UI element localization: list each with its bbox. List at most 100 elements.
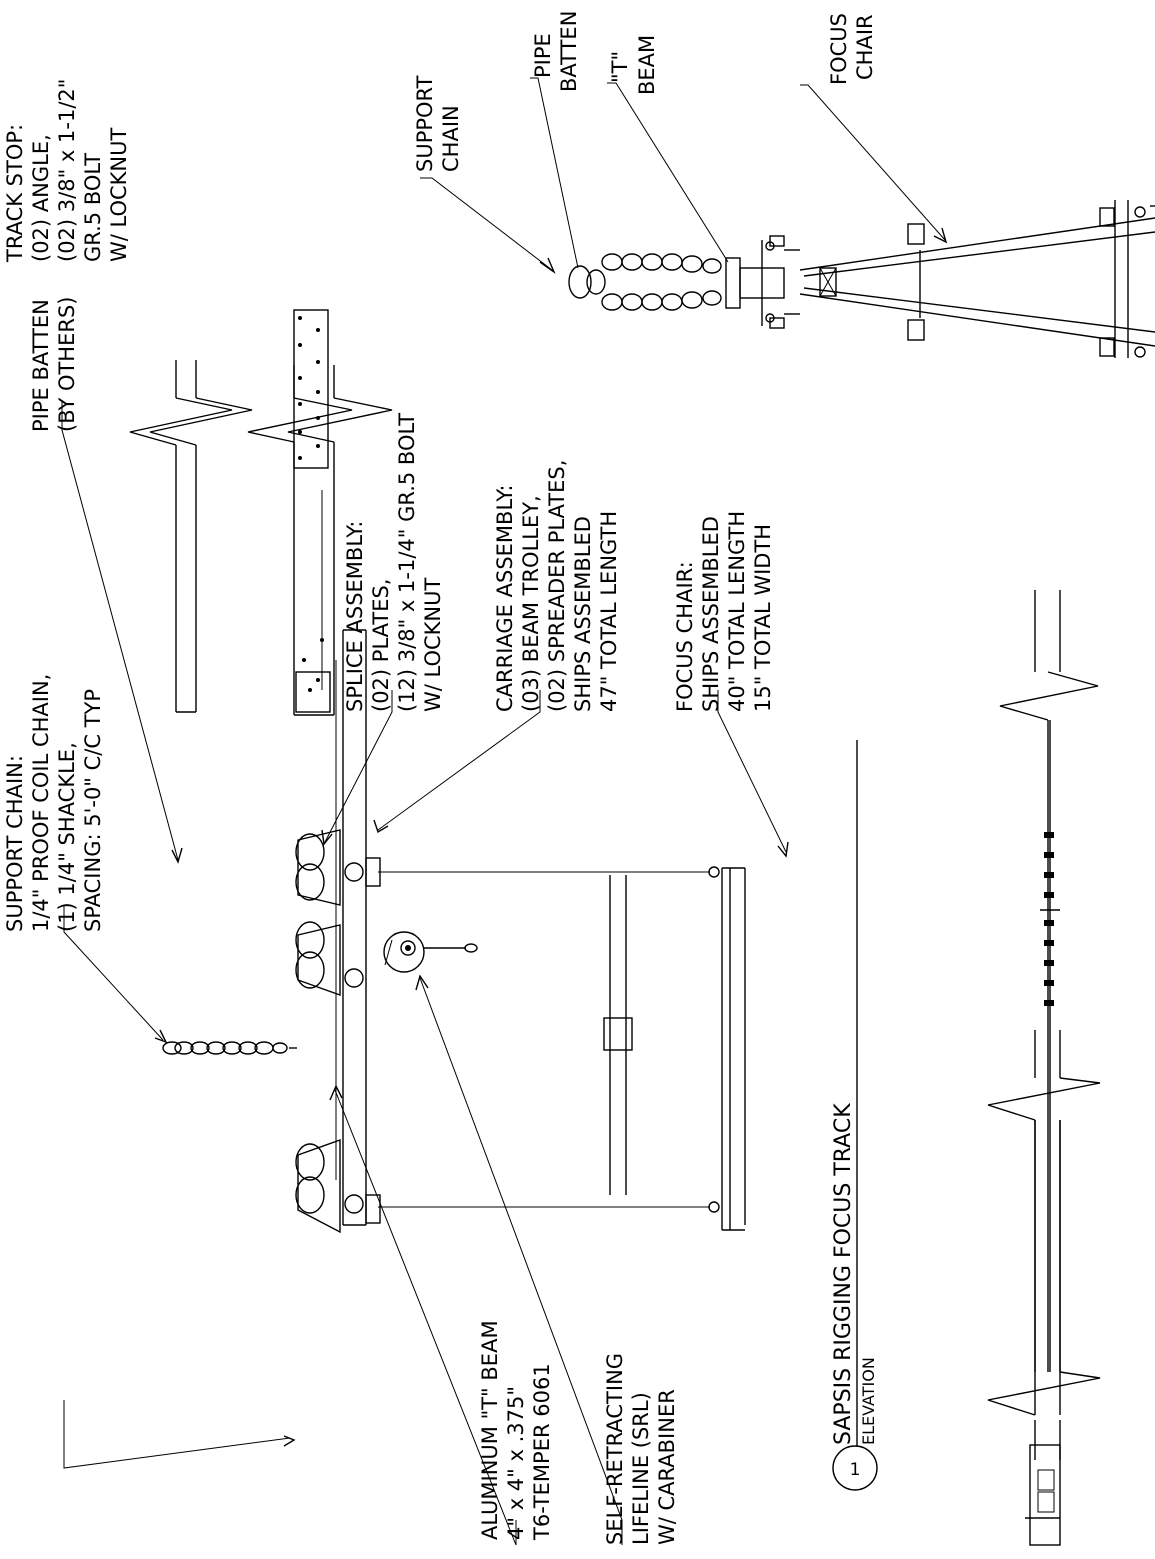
note-srl: SELF-RETRACTING LIFELINE (SRL) W/ CARABI… xyxy=(603,1353,679,1545)
svg-text:(02) ANGLE,: (02) ANGLE, xyxy=(29,134,53,262)
note-line: T6-TEMPER 6061 xyxy=(530,1363,554,1541)
leader-lines xyxy=(61,77,948,1546)
pipe-batten xyxy=(129,360,253,713)
note-line: SUPPORT CHAIN: xyxy=(3,755,27,932)
plan-bolts xyxy=(1044,832,1054,1006)
self-retracting-lifeline xyxy=(383,931,478,973)
label-pipe: PIPE xyxy=(531,33,555,78)
svg-text:PIPE BATTEN: PIPE BATTEN xyxy=(29,299,53,432)
svg-text:(02) PLATES,: (02) PLATES, xyxy=(369,579,393,712)
note-line: (02) SPREADER PLATES, xyxy=(545,460,569,712)
label-chair: CHAIR xyxy=(853,14,877,80)
label-beam: BEAM xyxy=(635,35,659,95)
note-line: SPLICE ASSEMBLY: xyxy=(343,521,367,712)
note-line: W/ LOCKNUT xyxy=(107,127,131,262)
beam-trolley xyxy=(295,829,381,906)
support-chain xyxy=(162,1041,297,1055)
svg-text:SPLICE ASSEMBLY:: SPLICE ASSEMBLY: xyxy=(343,521,367,712)
svg-text:SELF-RETRACTING: SELF-RETRACTING xyxy=(603,1353,627,1545)
svg-text:(BY OTHERS): (BY OTHERS) xyxy=(55,297,79,433)
note-t-beam: ALUMINUM "T" BEAM 4" x 4" x .375" T6-TEM… xyxy=(478,1320,554,1541)
note-line: 15" TOTAL WIDTH xyxy=(751,524,775,712)
note-line: (12) 3/8" x 1-1/4" GR.5 BOLT xyxy=(395,413,419,712)
svg-text:CARRIAGE ASSEMBLY:: CARRIAGE ASSEMBLY: xyxy=(493,485,517,712)
note-line: FOCUS CHAIR: xyxy=(673,561,697,712)
svg-text:ALUMINUM "T" BEAM: ALUMINUM "T" BEAM xyxy=(478,1320,502,1540)
focus-chair-elevation xyxy=(603,867,746,1231)
svg-text:(1) 1/4" SHACKLE,: (1) 1/4" SHACKLE, xyxy=(55,742,79,932)
note-line: SELF-RETRACTING xyxy=(603,1353,627,1545)
note-track-stop: TRACK STOP: (02) ANGLE, (02) 3/8" x 1-1/… xyxy=(3,79,131,263)
svg-text:SHIPS ASSEMBLED: SHIPS ASSEMBLED xyxy=(699,516,723,712)
svg-text:(12) 3/8" x 1-1/4" GR.5 BOLT: (12) 3/8" x 1-1/4" GR.5 BOLT xyxy=(395,413,419,712)
note-line: LIFELINE (SRL) xyxy=(629,1392,653,1545)
svg-text:(02) 3/8" x 1-1/2": (02) 3/8" x 1-1/2" xyxy=(55,79,79,262)
beam-trolley xyxy=(295,1139,381,1234)
detail-number: 1 xyxy=(850,1460,861,1480)
svg-text:T6-TEMPER 6061: T6-TEMPER 6061 xyxy=(530,1363,554,1541)
note-splice-assembly: SPLICE ASSEMBLY: (02) PLATES, (12) 3/8" … xyxy=(343,413,445,712)
note-support-chain: SUPPORT CHAIN: 1/4" PROOF COIL CHAIN, (1… xyxy=(3,674,105,932)
t-beam-track xyxy=(247,309,393,716)
note-pipe-batten: PIPE BATTEN (BY OTHERS) xyxy=(29,297,79,433)
track-stop-angle xyxy=(295,671,331,713)
note-focus-chair: FOCUS CHAIR: SHIPS ASSEMBLED 40" TOTAL L… xyxy=(673,511,775,712)
label-t: "T" xyxy=(608,51,632,83)
beam-trolley xyxy=(295,921,364,996)
svg-text:GR.5 BOLT: GR.5 BOLT xyxy=(81,153,105,262)
note-line: (03) BEAM TROLLEY, xyxy=(519,495,543,712)
svg-text:(02) SPREADER PLATES,: (02) SPREADER PLATES, xyxy=(545,460,569,712)
note-carriage-assembly: CARRIAGE ASSEMBLY: (03) BEAM TROLLEY, (0… xyxy=(493,460,621,712)
drawing-subtitle: ELEVATION xyxy=(859,1357,878,1445)
svg-text:1/4" PROOF COIL CHAIN,: 1/4" PROOF COIL CHAIN, xyxy=(29,674,53,932)
note-line: 4" x 4" x .375" xyxy=(504,1386,528,1540)
label-focus: FOCUS xyxy=(827,13,851,85)
svg-text:LIFELINE (SRL): LIFELINE (SRL) xyxy=(629,1392,653,1545)
svg-text:15" TOTAL WIDTH: 15" TOTAL WIDTH xyxy=(751,524,775,712)
note-line: 40" TOTAL LENGTH xyxy=(725,511,749,712)
svg-text:SUPPORT CHAIN:: SUPPORT CHAIN: xyxy=(3,755,27,932)
note-line: SPACING: 5'-0" C/C TYP xyxy=(81,689,105,932)
title-block: 1 SAPSIS RIGGING FOCUS TRACK ELEVATION xyxy=(831,740,878,1491)
note-line: SHIPS ASSEMBLED xyxy=(699,516,723,712)
svg-text:(03) BEAM TROLLEY,: (03) BEAM TROLLEY, xyxy=(519,495,543,712)
note-line: TRACK STOP: xyxy=(3,124,27,263)
note-line: GR.5 BOLT xyxy=(81,153,105,262)
note-line: SHIPS ASSEMBLED xyxy=(571,516,595,712)
section-chain xyxy=(568,253,722,311)
label-chain: CHAIN xyxy=(439,105,463,172)
note-line: CARRIAGE ASSEMBLY: xyxy=(493,485,517,712)
svg-text:SPACING: 5'-0" C/C TYP: SPACING: 5'-0" C/C TYP xyxy=(81,689,105,932)
note-line: 1/4" PROOF COIL CHAIN, xyxy=(29,674,53,932)
detail-number-circle xyxy=(832,1445,878,1491)
section-view xyxy=(568,200,1155,358)
carriage-assembly xyxy=(295,629,746,1234)
svg-text:TRACK STOP:: TRACK STOP: xyxy=(3,124,27,263)
note-line: (BY OTHERS) xyxy=(55,297,79,433)
svg-text:W/ CARABINER: W/ CARABINER xyxy=(655,1389,679,1545)
splice-plates xyxy=(293,309,329,469)
label-batten: BATTEN xyxy=(557,11,581,92)
svg-text:SHIPS ASSEMBLED: SHIPS ASSEMBLED xyxy=(571,516,595,712)
svg-text:W/ LOCKNUT: W/ LOCKNUT xyxy=(107,127,131,262)
svg-text:4" x 4" x .375": 4" x 4" x .375" xyxy=(504,1386,528,1540)
svg-text:W/ LOCKNUT: W/ LOCKNUT xyxy=(421,577,445,712)
note-line: (02) PLATES, xyxy=(369,579,393,712)
drawing-title: SAPSIS RIGGING FOCUS TRACK xyxy=(831,1103,856,1445)
note-line: (02) ANGLE, xyxy=(29,134,53,262)
note-line: W/ CARABINER xyxy=(655,1389,679,1545)
svg-text:47" TOTAL LENGTH: 47" TOTAL LENGTH xyxy=(597,511,621,712)
section-t-beam xyxy=(725,235,800,329)
svg-text:FOCUS CHAIR:: FOCUS CHAIR: xyxy=(673,561,697,712)
note-line: (1) 1/4" SHACKLE, xyxy=(55,742,79,932)
note-line: PIPE BATTEN xyxy=(29,299,53,432)
note-line: (02) 3/8" x 1-1/2" xyxy=(55,79,79,262)
note-line: ALUMINUM "T" BEAM xyxy=(478,1320,502,1540)
section-focus-chair xyxy=(799,200,1155,358)
note-line: 47" TOTAL LENGTH xyxy=(597,511,621,712)
plan-view xyxy=(987,590,1101,1546)
label-support: SUPPORT xyxy=(413,75,437,172)
svg-text:40" TOTAL LENGTH: 40" TOTAL LENGTH xyxy=(725,511,749,712)
